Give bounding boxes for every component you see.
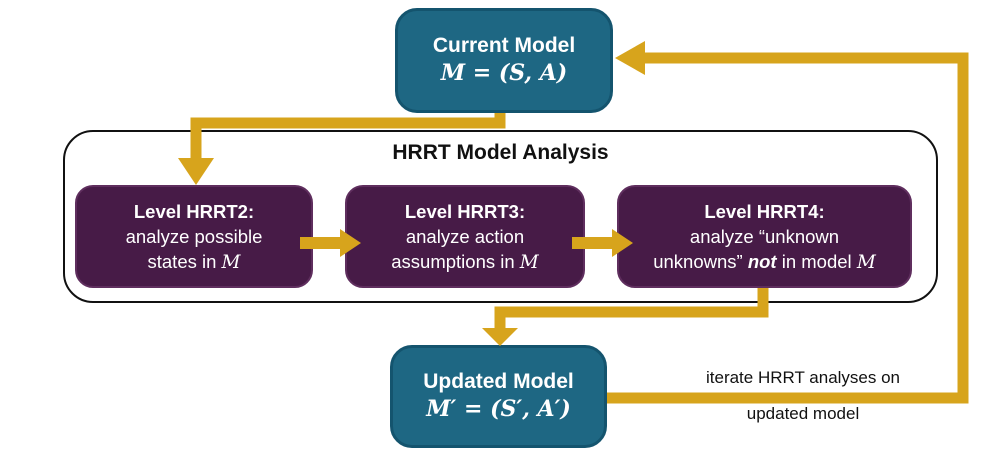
updated-model-node: Updated Model M′ = (S′, A′) bbox=[390, 345, 607, 448]
hrrt4-line3-not: not bbox=[747, 250, 777, 272]
hrrt3-node: Level HRRT3: analyze action assumptions … bbox=[345, 185, 585, 288]
current-model-title: Current Model bbox=[432, 34, 576, 58]
hrrt3-title: Level HRRT3: bbox=[404, 200, 526, 222]
feedback-label-line1: iterate HRRT analyses on bbox=[705, 368, 901, 387]
feedback-label-line2: updated model bbox=[746, 404, 860, 423]
hrrt4-line3-pre: unknowns” bbox=[653, 250, 748, 272]
hrrt4-title: Level HRRT4: bbox=[704, 200, 825, 222]
hrrt3-math-m: M bbox=[519, 251, 539, 273]
hrrt2-math-m: M bbox=[221, 251, 241, 273]
hrrt4-node: Level HRRT4: analyze “unknown unknowns” … bbox=[617, 185, 912, 288]
hrrt2-node: Level HRRT2: analyze possible states in … bbox=[75, 185, 313, 288]
hrrt-analysis-title: HRRT Model Analysis bbox=[392, 141, 609, 164]
current-model-node: Current Model M = (S, A) bbox=[395, 8, 613, 113]
updated-model-title: Updated Model bbox=[423, 370, 574, 394]
updated-model-formula: M′ = (S′, A′) bbox=[426, 396, 571, 423]
hrrt4-line2: analyze “unknown bbox=[689, 225, 840, 247]
hrrt4-line3-mid: in model bbox=[776, 250, 857, 272]
hrrt4-math-m: M bbox=[856, 251, 876, 273]
current-model-formula: M = (S, A) bbox=[440, 60, 568, 87]
hrrt3-line2: analyze action bbox=[405, 225, 525, 247]
hrrt3-line3: assumptions in bbox=[391, 250, 520, 272]
hrrt2-line3: states in bbox=[147, 250, 222, 272]
hrrt2-line2: analyze possible bbox=[125, 225, 263, 247]
hrrt2-title: Level HRRT2: bbox=[133, 200, 255, 222]
